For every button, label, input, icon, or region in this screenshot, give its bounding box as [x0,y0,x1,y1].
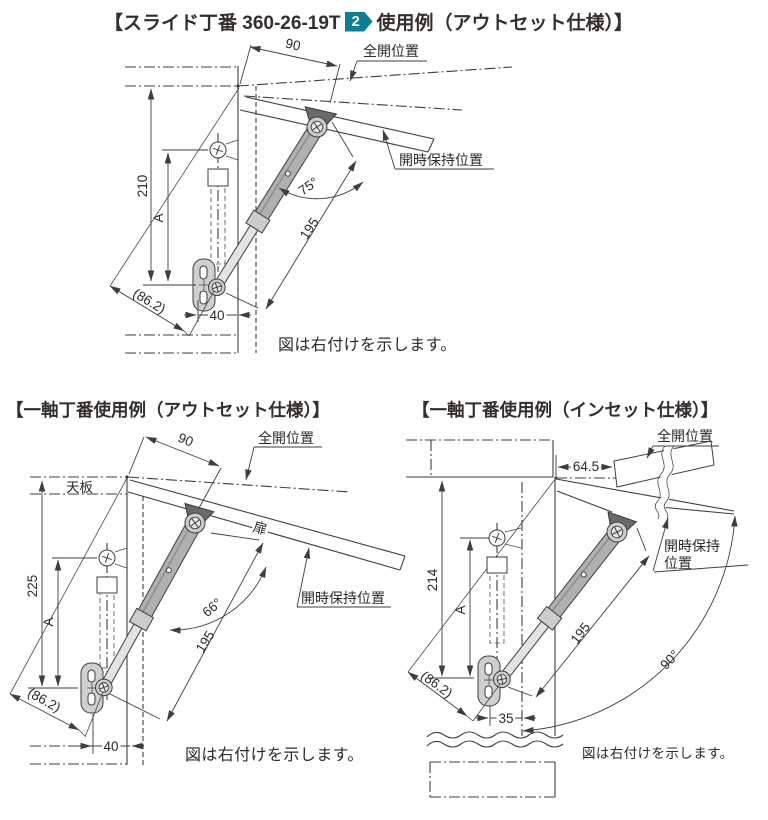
break-line [426,731,564,739]
svg-text:195: 195 [193,628,218,655]
svg-text:開時保持位置: 開時保持位置 [399,152,483,168]
dimension-66deg: 66° [169,566,267,634]
title-slide-hinge: 【スライド丁番 360-26-19T 2 使用例（アウトセット仕様）】 [104,8,633,35]
dimension-214: 214 [425,480,474,679]
svg-text:全開位置: 全開位置 [258,430,314,446]
svg-text:225: 225 [25,575,40,598]
svg-text:(86.2): (86.2) [130,286,168,317]
label-full-open: 全開位置 [646,428,719,459]
svg-text:位置: 位置 [664,555,692,571]
caption-right-mount: 図は右付けを示します。 [278,336,457,354]
svg-text:40: 40 [103,739,118,754]
cabinet-panels [125,66,257,354]
svg-text:66°: 66° [199,595,224,620]
dimension-40: 40 [79,714,144,757]
door-open-positions [555,440,735,521]
step-2-badge: 2 [344,11,373,32]
dimension-195: 195 [109,532,264,722]
svg-text:75°: 75° [296,174,321,198]
svg-text:90°: 90° [657,647,682,672]
dimension-90: 90 [128,430,222,509]
lid-stay-arm [92,508,210,700]
title1-post: 使用例（アウトセット仕様）】 [376,13,634,34]
label-hold-open: 開時保持位置 [382,129,494,170]
label-top-panel: 天板 [66,480,93,495]
diagram-slide-hinge-outset: 90 210 A 75° 195 [109,36,513,354]
svg-text:90: 90 [284,36,302,54]
svg-text:40: 40 [209,308,224,323]
dimension-195: 195 [225,121,357,310]
hinge-point [125,475,129,479]
svg-text:A: A [453,605,468,614]
dimension-225: 225 [25,480,78,689]
dimension-90: 90 [239,36,341,104]
svg-text:全開位置: 全開位置 [657,428,713,444]
dimension-A: A [453,537,489,677]
svg-text:195: 195 [297,215,322,242]
svg-text:64.5: 64.5 [573,459,599,474]
title-single-axis-inset: 【一軸丁番使用例（インセット仕様）】 [412,400,719,420]
door-open-positions [237,66,513,153]
dimension-35: 35 [476,706,536,729]
soft-down-damper [207,133,239,272]
lid-stay-arm [204,112,332,300]
title1-pre: 【スライド丁番 360-26-19T [104,13,341,34]
label-full-open: 全開位置 [245,430,322,481]
svg-text:A: A [41,617,56,626]
reference-diagonal [109,87,240,287]
cabinet-panels: 天板 [30,475,144,765]
dimension-195: 195 [507,527,650,698]
svg-text:90: 90 [176,430,196,450]
svg-text:(86.2): (86.2) [25,685,63,715]
caption-right-mount: 図は右付けを示します。 [185,746,364,764]
svg-text:195: 195 [568,620,594,647]
dimension-40: 40 [184,300,251,326]
title-single-axis-outset: 【一軸丁番使用例（アウトセット仕様）】 [6,400,330,420]
reference-diagonal [407,477,557,673]
svg-text:214: 214 [425,568,440,591]
diagram-single-axis-inset: 64.5 214 A 195 (86.2) [406,428,749,798]
caption-right-mount: 図は右付けを示します。 [582,746,734,761]
svg-text:35: 35 [498,711,513,726]
dimension-64-5: 64.5 [555,455,613,477]
dimension-A: A [151,149,208,282]
svg-text:全開位置: 全開位置 [363,43,419,59]
reference-diagonal [9,477,128,695]
dimension-A: A [41,557,97,687]
soft-down-damper [96,543,128,700]
label-door: 扉 [251,518,269,537]
diagram-single-axis-outset: 天板 扉 [9,430,406,765]
break-line [426,740,564,748]
svg-text:開時保持位置: 開時保持位置 [301,590,385,606]
svg-text:A: A [151,213,166,222]
svg-text:開時保持: 開時保持 [664,538,720,554]
label-hold-open: 開時保持 位置 [652,517,749,573]
svg-text:(86.2): (86.2) [418,668,455,701]
label-full-open: 全開位置 [349,43,427,82]
svg-text:210: 210 [135,175,150,198]
dimension-210: 210 [135,88,196,286]
mounting-plate [80,662,104,714]
label-hold-open: 開時保持位置 [296,547,391,608]
